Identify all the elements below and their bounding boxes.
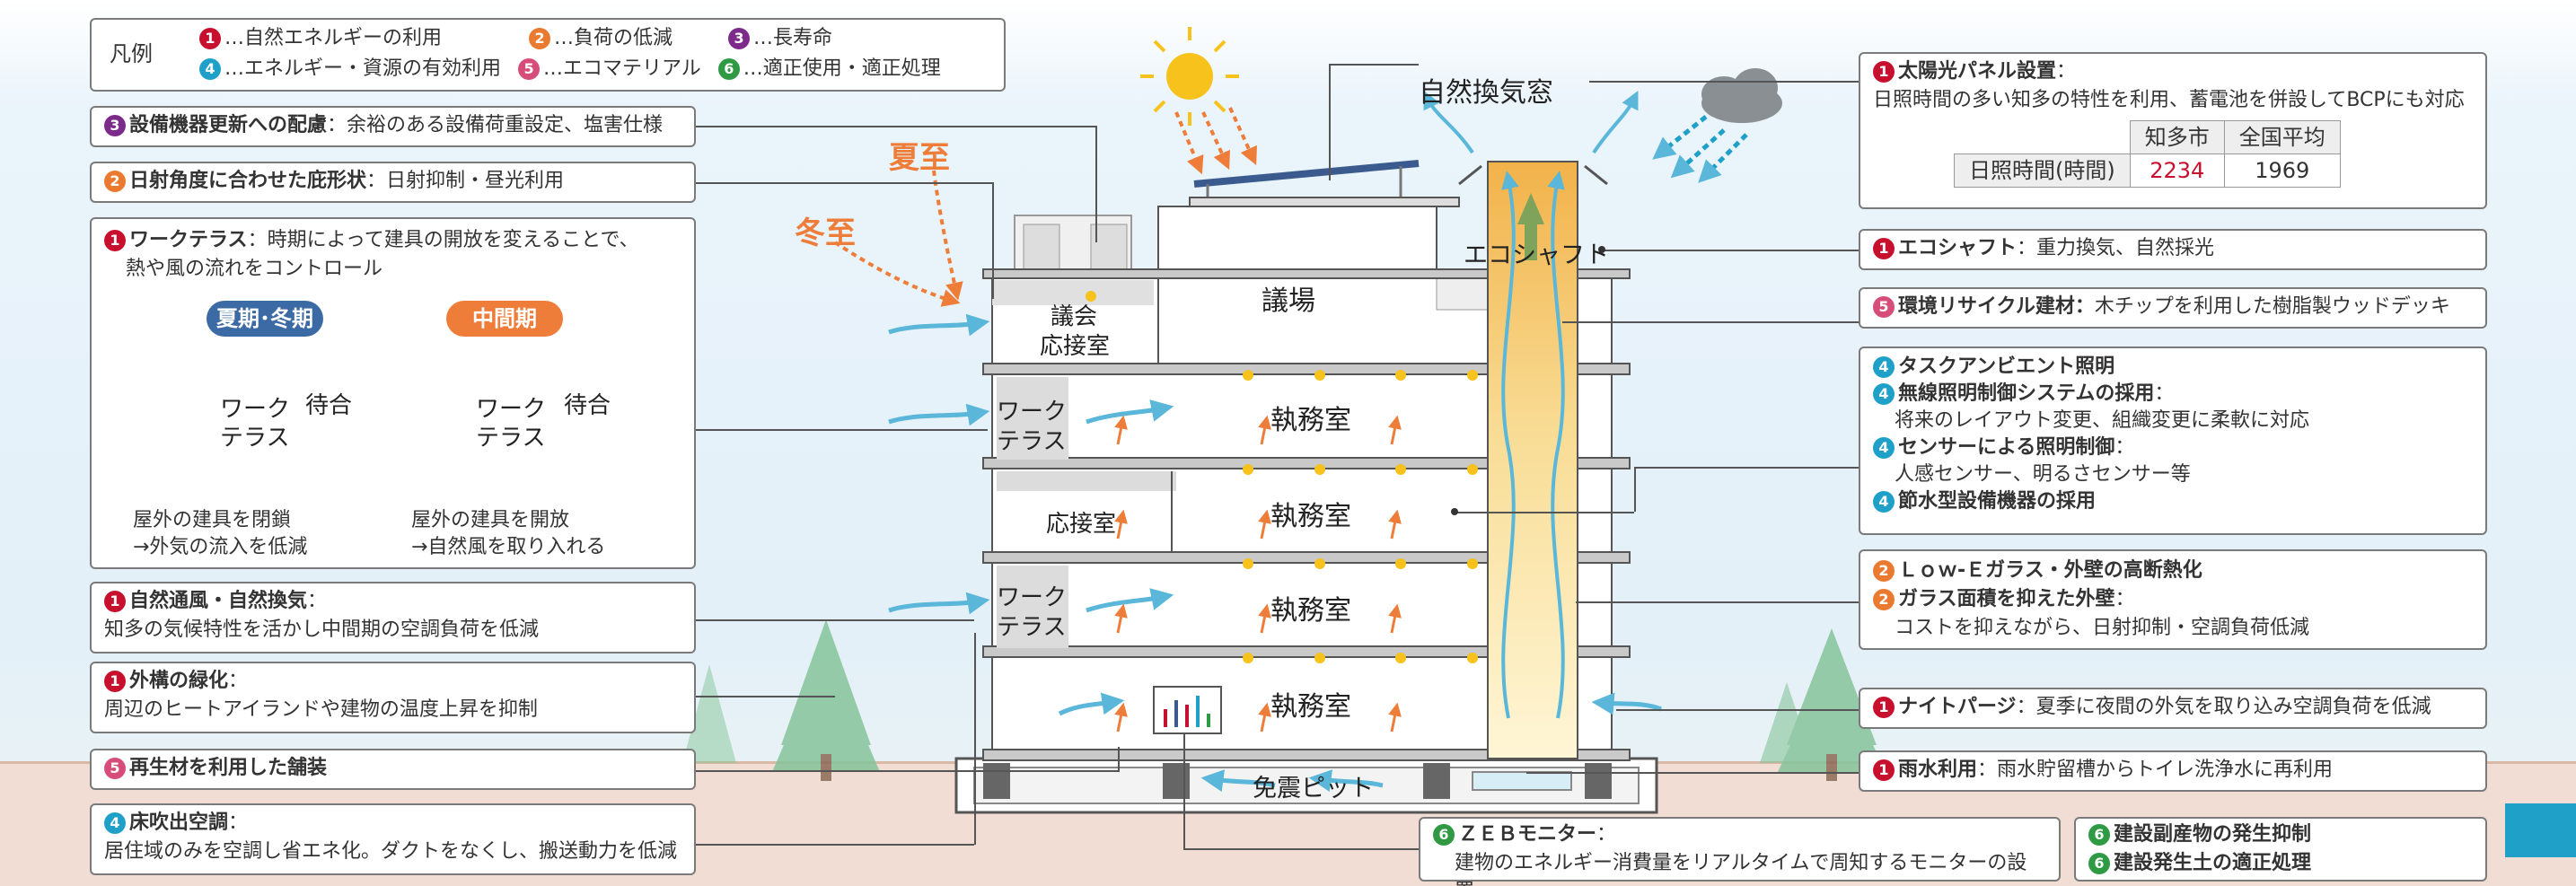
work-terrace-label-lower-a: ワーク — [997, 584, 1068, 611]
work-terrace-label-upper-a: ワーク — [997, 399, 1068, 425]
mini-wait-b: 待合 — [564, 392, 611, 419]
assembly-hall-label: 議場 — [1262, 285, 1315, 317]
open-caption: 屋外の建具を開放 →自然風を取り入れる — [411, 509, 606, 558]
winter-solstice-label: 冬至 — [795, 215, 856, 251]
natural-window-label: 自然換気窓 — [1419, 77, 1553, 109]
office-label-3: 執務室 — [1270, 595, 1351, 627]
legend-box: 凡例 1…自然エネルギーの利用 2…負荷の低減 3…長寿命 4…エネルギー・資源… — [90, 18, 1006, 92]
corner-accent — [2505, 803, 2576, 857]
legend-item-1: …自然エネルギーの利用 — [224, 27, 443, 49]
mini-terrace-b1: ワーク — [476, 396, 547, 423]
council-reception-label-a: 議会 — [1051, 303, 1098, 330]
legend-item-3: …長寿命 — [753, 27, 833, 49]
reception-room-label: 応接室 — [1046, 511, 1117, 538]
legend-item-6: …適正使用・適正処理 — [743, 57, 941, 80]
office-label-1: 執務室 — [1270, 405, 1351, 436]
legend-item-2: …負荷の低減 — [554, 27, 673, 49]
office-label-4: 執務室 — [1270, 691, 1351, 723]
sun-graphic — [1140, 27, 1257, 175]
mini-terrace-b2: テラス — [476, 425, 546, 452]
council-reception-label-b: 応接室 — [1040, 333, 1111, 360]
legend-item-5: …エコマテリアル — [543, 57, 701, 80]
cloud-graphic — [1652, 68, 1782, 183]
office-label-2: 執務室 — [1270, 501, 1351, 532]
summer-solstice-label: 夏至 — [889, 140, 950, 176]
mini-terrace-a1: ワーク — [220, 396, 291, 423]
mini-terrace-a2: テラス — [220, 425, 290, 452]
mini-wait-a: 待合 — [305, 392, 353, 419]
seismic-pit-label: 免震ピット — [1253, 775, 1374, 803]
legend-title: 凡例 — [110, 41, 153, 66]
summer-winter-pill: 夏期･冬期 — [207, 301, 323, 337]
work-terrace-label-upper-b: テラス — [997, 428, 1067, 455]
legend-item-4: …エネルギー・資源の有効利用 — [224, 57, 502, 80]
eco-shaft-label: エコシャフト — [1464, 241, 1609, 269]
work-terrace-label-lower-b: テラス — [997, 614, 1067, 641]
mid-season-pill: 中間期 — [446, 301, 563, 337]
trees — [682, 619, 1886, 781]
closed-caption: 屋外の建具を閉鎖 →外気の流入を低減 — [133, 509, 308, 558]
